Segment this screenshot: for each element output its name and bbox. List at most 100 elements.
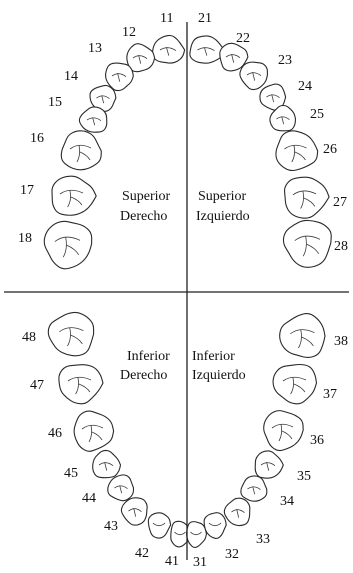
quadrant-upper-right-line1: Superior xyxy=(122,189,171,204)
tooth-fissure xyxy=(208,522,222,527)
quadrant-upper-left-line2: Izquierdo xyxy=(196,209,250,224)
quadrant-upper-left-line1: Superior xyxy=(198,189,247,204)
tooth-fissure xyxy=(247,486,261,495)
tooth-numbers: 1112131415161718212223242526272841424344… xyxy=(18,11,348,570)
tooth-26 xyxy=(275,130,319,172)
quadrant-upper-left: Superior Izquierdo xyxy=(196,189,250,224)
tooth-number-42: 42 xyxy=(135,546,149,561)
tooth-fissure xyxy=(128,508,142,517)
tooth-23 xyxy=(239,61,268,91)
tooth-14 xyxy=(89,84,117,112)
tooth-fissure xyxy=(284,144,307,163)
tooth-fissure xyxy=(246,72,262,81)
tooth-fissure xyxy=(190,531,202,536)
tooth-fissure xyxy=(174,531,186,536)
tooth-21 xyxy=(189,35,225,64)
tooth-outline xyxy=(254,450,284,479)
tooth-fissure xyxy=(111,73,127,82)
tooth-46 xyxy=(73,410,115,452)
tooth-fissure xyxy=(266,94,280,103)
tooth-number-48: 48 xyxy=(22,330,36,345)
tooth-number-46: 46 xyxy=(48,426,62,441)
tooth-number-12: 12 xyxy=(122,25,136,40)
tooth-number-11: 11 xyxy=(160,11,173,26)
tooth-outline xyxy=(282,219,332,268)
quadrant-lower-left: Inferior Izquierdo xyxy=(192,349,246,383)
tooth-fissure xyxy=(260,462,276,471)
tooth-number-35: 35 xyxy=(297,469,311,484)
tooth-outline xyxy=(60,130,102,171)
tooth-fissure xyxy=(81,424,104,443)
tooth-number-18: 18 xyxy=(18,231,32,246)
tooth-outline xyxy=(269,104,297,132)
tooth-18 xyxy=(43,220,93,270)
quadrant-lower-right: Inferior Derecho xyxy=(120,349,170,383)
tooth-number-47: 47 xyxy=(30,378,44,393)
tooth-33 xyxy=(223,497,251,527)
tooth-outline xyxy=(58,364,104,405)
quadrant-lower-right-line1: Inferior xyxy=(127,349,170,364)
tooth-outline xyxy=(89,84,117,112)
quadrant-lower-left-line2: Izquierdo xyxy=(192,368,246,383)
tooth-outline xyxy=(43,220,93,270)
tooth-number-34: 34 xyxy=(280,494,294,509)
tooth-number-28: 28 xyxy=(334,239,348,254)
tooth-outline xyxy=(240,475,268,502)
tooth-number-37: 37 xyxy=(323,387,337,402)
tooth-fissure xyxy=(292,190,317,209)
tooth-fissure xyxy=(59,189,84,208)
tooth-number-31: 31 xyxy=(193,555,207,570)
tooth-fissure xyxy=(54,236,81,258)
tooth-number-26: 26 xyxy=(323,142,337,157)
tooth-number-38: 38 xyxy=(334,334,348,349)
teeth-layer xyxy=(43,34,332,548)
tooth-outline xyxy=(126,43,156,73)
tooth-number-16: 16 xyxy=(30,131,44,146)
tooth-number-14: 14 xyxy=(64,69,78,84)
quadrant-upper-right: Superior Derecho xyxy=(120,189,171,224)
tooth-number-15: 15 xyxy=(48,95,62,110)
tooth-fissure xyxy=(67,376,92,395)
tooth-47 xyxy=(58,364,104,405)
tooth-37 xyxy=(272,363,318,405)
tooth-outline xyxy=(283,176,330,219)
tooth-13 xyxy=(105,62,134,92)
tooth-number-33: 33 xyxy=(256,532,270,547)
tooth-fissure xyxy=(271,423,294,442)
tooth-44 xyxy=(107,474,135,502)
tooth-42 xyxy=(147,512,172,539)
tooth-11 xyxy=(151,34,186,64)
tooth-outline xyxy=(92,449,122,479)
tooth-outline xyxy=(105,62,134,92)
tooth-12 xyxy=(126,43,156,73)
tooth-43 xyxy=(120,497,148,526)
tooth-48 xyxy=(47,311,95,357)
tooth-27 xyxy=(283,176,330,219)
tooth-number-23: 23 xyxy=(278,53,292,68)
tooth-fissure xyxy=(98,462,114,471)
tooth-outline xyxy=(51,175,97,216)
tooth-28 xyxy=(282,219,332,268)
tooth-number-32: 32 xyxy=(225,547,239,562)
tooth-outline xyxy=(73,410,115,452)
tooth-45 xyxy=(92,449,122,479)
tooth-fissure xyxy=(114,485,128,494)
quadrant-upper-right-line2: Derecho xyxy=(120,209,167,224)
tooth-34 xyxy=(240,475,268,502)
tooth-fissure xyxy=(152,522,166,527)
tooth-fissure xyxy=(59,327,84,347)
tooth-32 xyxy=(203,512,227,539)
tooth-fissure xyxy=(282,376,307,395)
tooth-fissure xyxy=(290,329,315,349)
tooth-fissure xyxy=(159,47,177,56)
tooth-35 xyxy=(254,450,284,479)
tooth-outline xyxy=(279,313,326,359)
tooth-number-36: 36 xyxy=(310,433,324,448)
tooth-outline xyxy=(47,311,95,357)
tooth-fissure xyxy=(132,55,148,64)
tooth-31 xyxy=(186,521,207,548)
quadrant-lower-right-line2: Derecho xyxy=(120,368,167,383)
tooth-fissure xyxy=(96,95,110,104)
tooth-fissure xyxy=(225,54,241,63)
